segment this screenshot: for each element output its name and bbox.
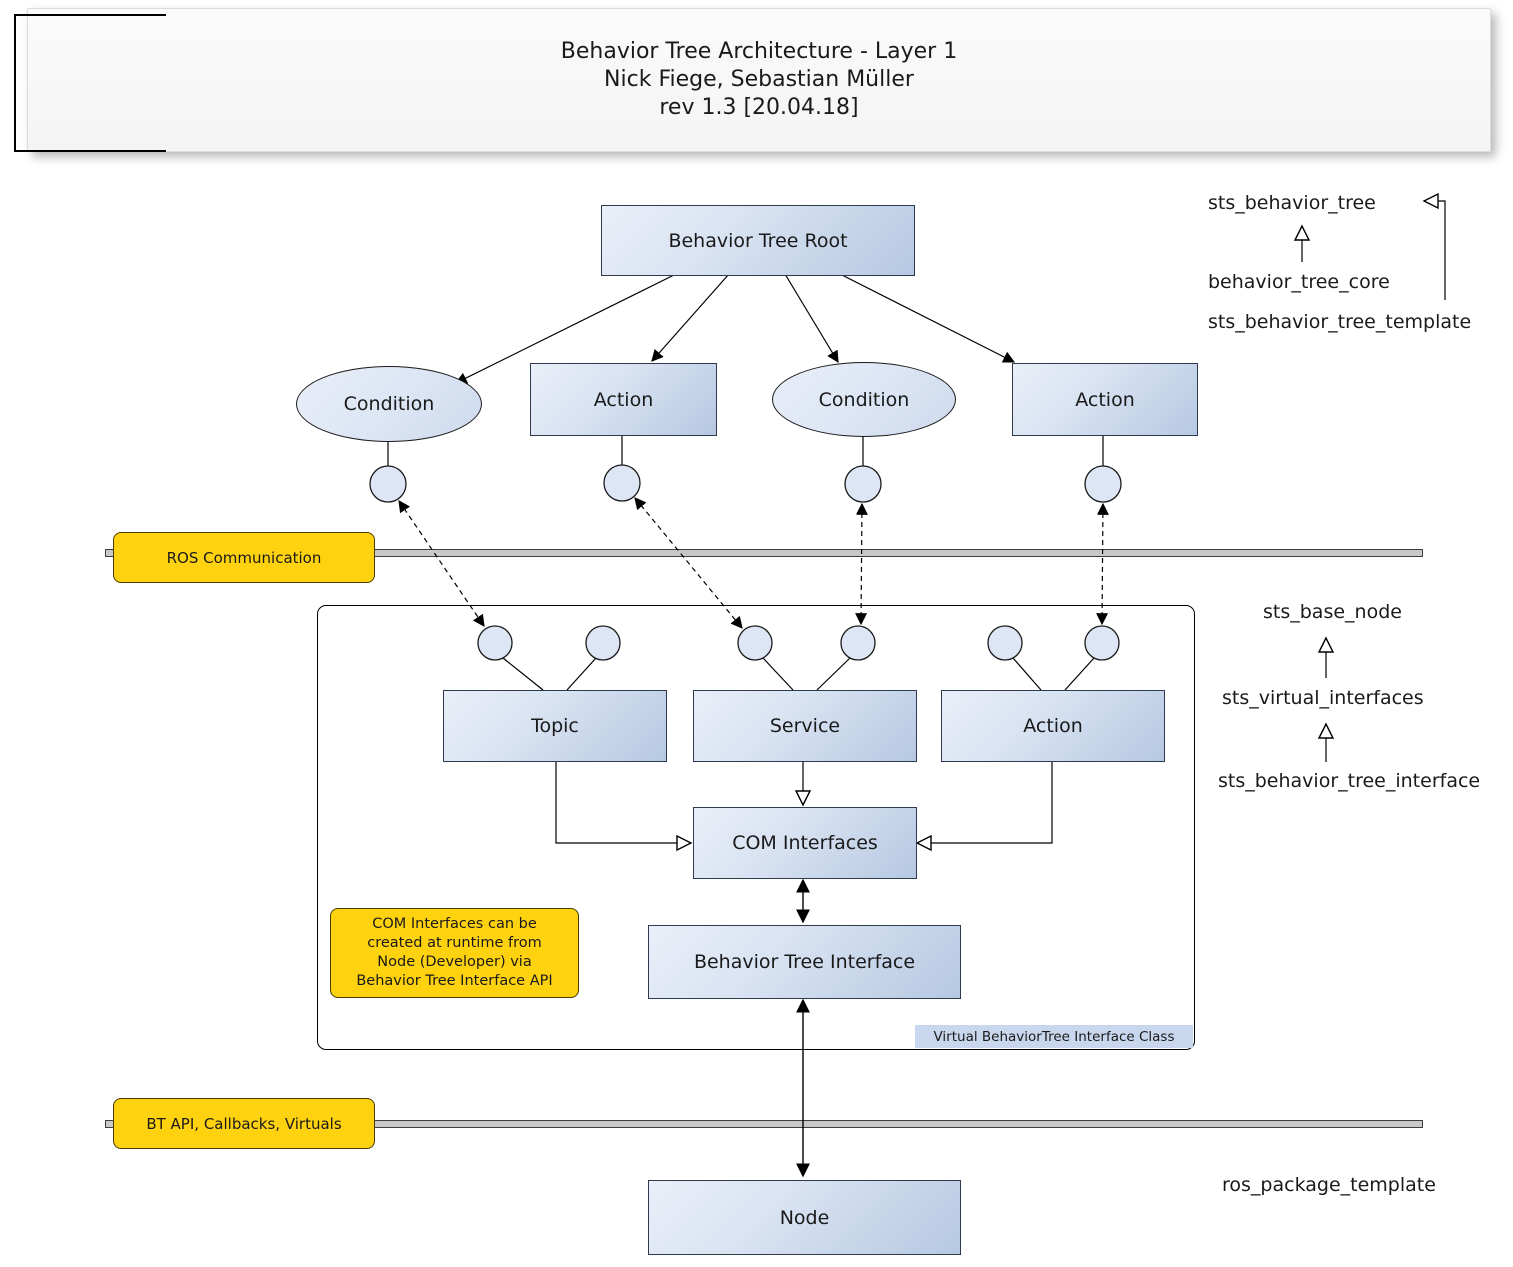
pkg-sts-behavior-tree-template: sts_behavior_tree_template bbox=[1208, 311, 1472, 333]
ros-layer-separator bbox=[105, 549, 1423, 557]
com-interfaces-note: COM Interfaces can be created at runtime… bbox=[330, 908, 579, 998]
note-line: Node (Developer) via bbox=[377, 954, 532, 970]
condition-ellipse-1: Condition bbox=[296, 366, 482, 442]
virtual-interface-class-label: Virtual BehaviorTree Interface Class bbox=[915, 1025, 1193, 1048]
note-line: Behavior Tree Interface API bbox=[356, 973, 553, 989]
behavior-tree-interface-label: Behavior Tree Interface bbox=[693, 951, 916, 973]
title-frame-accent bbox=[14, 14, 166, 152]
pkg-behavior-tree-core: behavior_tree_core bbox=[1208, 271, 1390, 293]
child-port-stubs bbox=[387, 432, 1104, 466]
note-line: COM Interfaces can be bbox=[372, 916, 537, 932]
action-1-label: Action bbox=[593, 388, 654, 411]
action-interface-label: Action bbox=[1023, 715, 1083, 737]
ros-communication-text: ROS Communication bbox=[166, 548, 322, 567]
diagram-title: Behavior Tree Architecture - Layer 1 bbox=[560, 39, 958, 64]
behavior-tree-interface-box: Behavior Tree Interface bbox=[648, 925, 961, 999]
ros-communication-label: ROS Communication bbox=[113, 532, 375, 583]
pkg-sts-base-node: sts_base_node bbox=[1263, 601, 1402, 623]
bt-api-layer-separator bbox=[105, 1120, 1423, 1128]
diagram-authors: Nick Fiege, Sebastian Müller bbox=[604, 67, 914, 92]
note-line: created at runtime from bbox=[367, 935, 542, 951]
bt-api-label: BT API, Callbacks, Virtuals bbox=[113, 1098, 375, 1149]
service-label: Service bbox=[769, 715, 841, 737]
action-interface-box: Action bbox=[941, 690, 1165, 762]
action-box-1: Action bbox=[530, 363, 717, 436]
pkg-ros-package-template: ros_package_template bbox=[1222, 1174, 1436, 1196]
topic-box: Topic bbox=[443, 690, 667, 762]
service-box: Service bbox=[693, 690, 917, 762]
action-2-label: Action bbox=[1075, 388, 1135, 411]
virtual-interface-class-text: Virtual BehaviorTree Interface Class bbox=[933, 1028, 1175, 1045]
node-box: Node bbox=[648, 1180, 961, 1255]
node-label: Node bbox=[779, 1206, 830, 1229]
condition-ellipse-2: Condition bbox=[772, 362, 956, 437]
condition-1-label: Condition bbox=[343, 393, 435, 415]
topic-label: Topic bbox=[531, 715, 579, 737]
diagram-revision: rev 1.3 [20.04.18] bbox=[659, 95, 859, 120]
com-interfaces-box: COM Interfaces bbox=[693, 807, 917, 879]
com-interfaces-label: COM Interfaces bbox=[732, 832, 878, 854]
pkg-sts-behavior-tree: sts_behavior_tree bbox=[1208, 192, 1376, 214]
action-box-2: Action bbox=[1012, 363, 1198, 436]
pkg-sts-virtual-interfaces: sts_virtual_interfaces bbox=[1222, 687, 1424, 709]
pkg-sts-behavior-tree-interface: sts_behavior_tree_interface bbox=[1218, 770, 1481, 792]
title-panel: Behavior Tree Architecture - Layer 1 Nic… bbox=[27, 8, 1491, 152]
bt-api-text: BT API, Callbacks, Virtuals bbox=[146, 1114, 342, 1133]
behavior-tree-root-label: Behavior Tree Root bbox=[668, 229, 848, 252]
behavior-tree-root-box: Behavior Tree Root bbox=[601, 205, 915, 276]
condition-2-label: Condition bbox=[818, 388, 910, 411]
tree-port-circles bbox=[369, 464, 1122, 503]
